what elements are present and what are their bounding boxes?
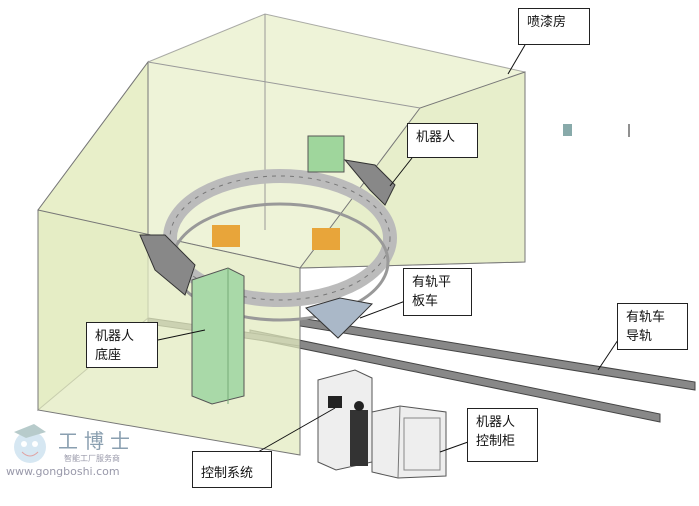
robots (139, 135, 396, 296)
label-line: 有轨平 (412, 275, 452, 290)
label-control-system: 控制系统 (192, 451, 272, 488)
label-robot-cabinet: 机器人控制柜 (467, 408, 538, 462)
control-system (317, 369, 373, 471)
label-line: 控制柜 (476, 434, 516, 449)
robot-control-cabinet (371, 405, 447, 479)
label-rail-track: 有轨车导轨 (617, 303, 688, 350)
watermark-brand: 工博士 (58, 429, 136, 453)
label-paint-booth: 喷漆房 (518, 8, 590, 45)
label-line: 机器人 (95, 329, 135, 344)
rail-cart (305, 297, 374, 339)
leader-lines (157, 44, 619, 453)
label-line: 板车 (412, 294, 439, 309)
robot-base (191, 267, 245, 405)
document-icon (563, 124, 572, 136)
label-robot-base: 机器人底座 (86, 322, 158, 368)
watermark-slogan: 智能工厂服务商 (64, 454, 120, 463)
watermark-mascot-icon (14, 424, 46, 463)
paint-booth (37, 13, 526, 456)
label-line: 导轨 (626, 329, 653, 344)
label-line: 底座 (95, 348, 122, 363)
label-robot: 机器人 (407, 123, 478, 158)
label-line: 机器人 (476, 415, 516, 430)
watermark-url: www.gongboshi.com (6, 465, 120, 478)
label-line: 有轨车 (626, 310, 666, 325)
label-rail-cart: 有轨平板车 (403, 268, 472, 316)
